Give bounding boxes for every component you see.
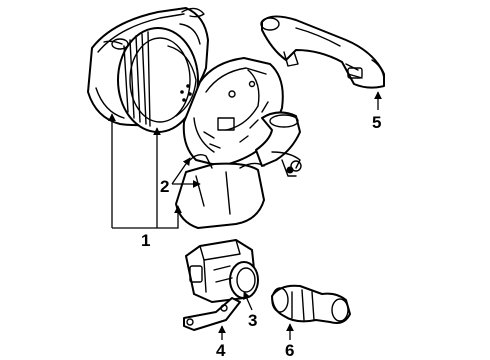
intake-hose [260, 15, 385, 89]
mounting-bracket [183, 297, 241, 331]
callout-5: 5 [372, 113, 381, 132]
leader-3 [243, 291, 253, 311]
callout-6: 6 [285, 341, 294, 360]
air-filter-element [117, 27, 199, 133]
callout-2: 2 [160, 177, 169, 196]
leader-2 [171, 157, 191, 185]
connector-hose [271, 284, 351, 324]
callout-4: 4 [216, 341, 226, 360]
callout-3: 3 [248, 311, 257, 330]
callout-1: 1 [141, 231, 150, 250]
leader-1c [112, 205, 182, 229]
air-flow-meter [185, 239, 259, 303]
leader-lines [108, 91, 382, 340]
resonator-box [175, 153, 265, 229]
intake-elbow [255, 111, 302, 177]
